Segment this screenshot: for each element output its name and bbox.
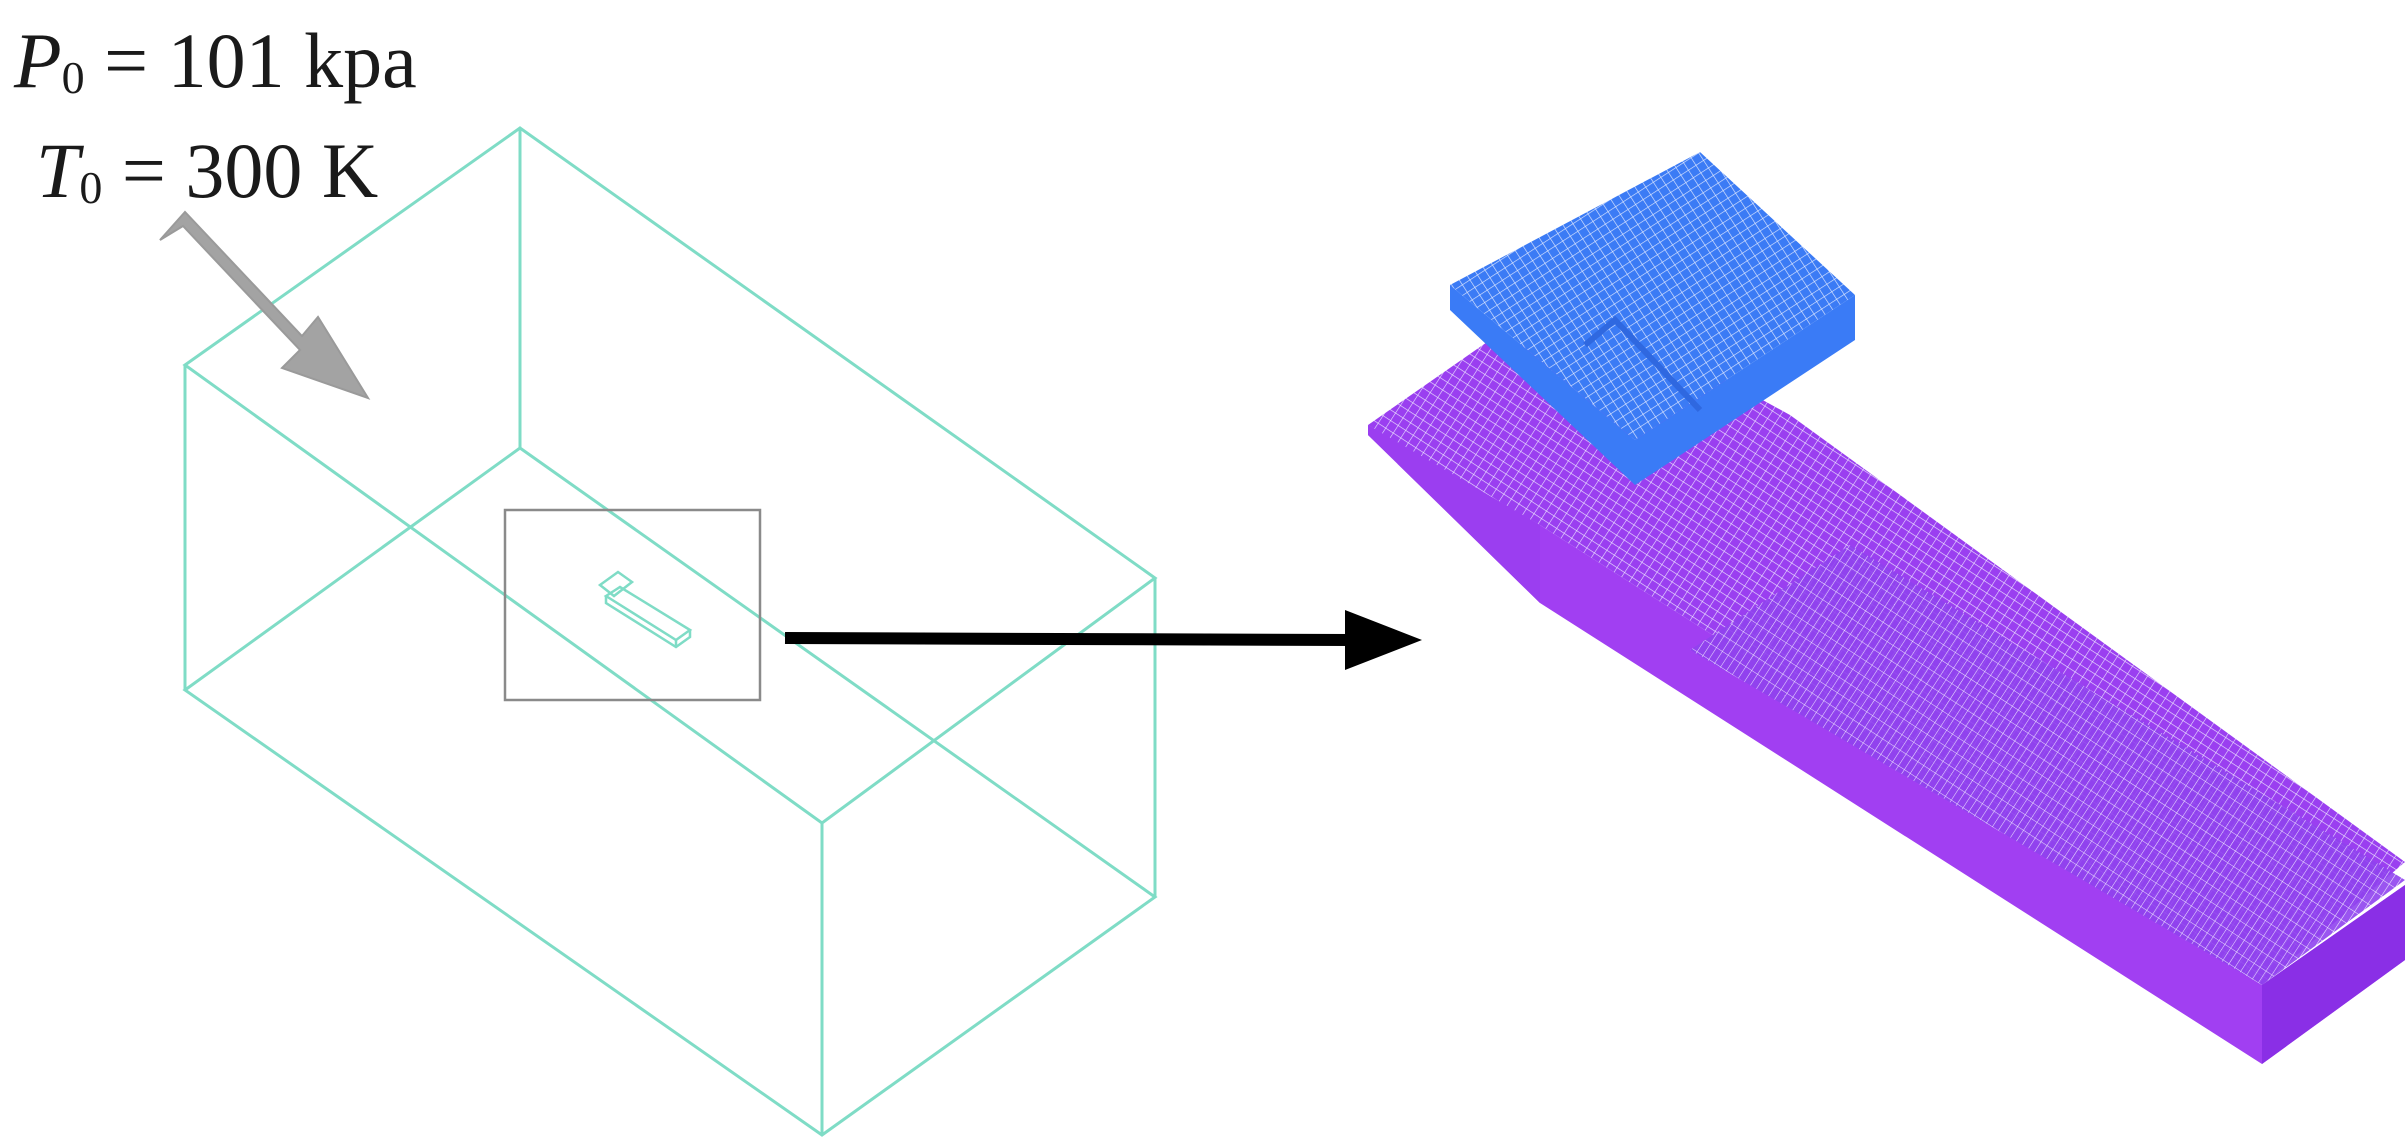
lower-plate-side [1368,425,2405,1064]
upper-block-ridge [1583,315,1703,413]
upper-block-top [1450,152,1855,440]
temperature-subscript: 0 [79,162,103,213]
lower-plate-bevel [1368,425,1540,603]
temperature-label: T0 = 300 K [36,132,378,211]
pressure-value: = 101 kpa [104,17,417,104]
lower-plate-fine-mesh [1690,545,2405,985]
pressure-label: P0 = 101 kpa [14,22,417,101]
small-geometry-icon [597,570,693,649]
upper-block-side [1450,285,1855,485]
pressure-subscript: 0 [61,52,85,103]
temperature-symbol: T [36,127,80,214]
temperature-value: = 300 K [121,127,379,214]
zoom-region [503,508,762,702]
zoom-box [503,508,762,702]
lower-plate-end [2262,885,2405,1064]
domain-wireframe [182,126,1158,1137]
pressure-symbol: P [14,17,62,104]
black-pointer-arrow-icon [784,610,1422,670]
gray-inflow-arrow-icon [159,210,371,400]
mesh-model [1368,152,2405,1064]
